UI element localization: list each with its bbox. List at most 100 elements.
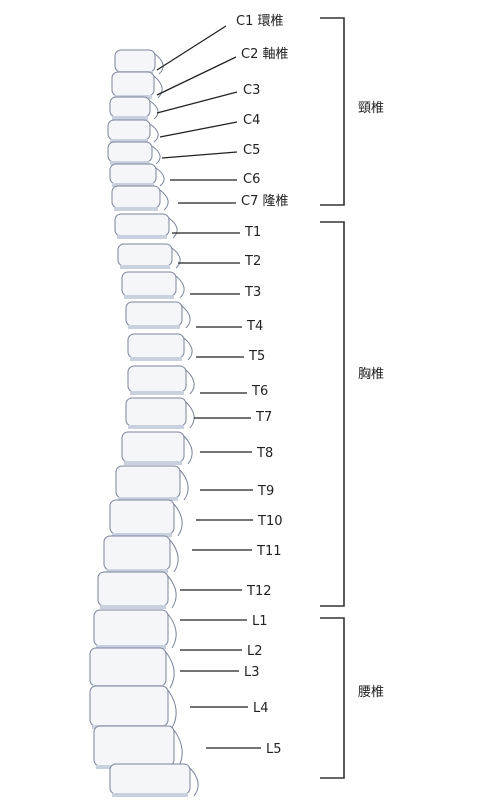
process-t1 xyxy=(168,217,178,239)
disc-t8 xyxy=(124,461,182,465)
leader-c5 xyxy=(161,151,238,159)
vertebra-body-c3 xyxy=(109,96,151,118)
disc-c4 xyxy=(110,139,148,143)
disc-l1 xyxy=(96,645,166,649)
label-t5: T5 xyxy=(248,349,265,364)
process-t10 xyxy=(173,503,183,537)
vertebra-body-t3 xyxy=(121,271,177,297)
bracket-lumbar xyxy=(320,617,345,779)
label-t2: T2 xyxy=(244,254,261,269)
label-l5: L5 xyxy=(266,742,282,757)
vertebra-body-t5 xyxy=(127,333,185,359)
disc-t5 xyxy=(130,357,182,361)
vertebra-body-t11 xyxy=(103,535,171,571)
label-t9: T9 xyxy=(257,484,274,499)
label-t4: T4 xyxy=(246,319,263,334)
vertebra-body-l3 xyxy=(89,685,169,727)
bracket-cervical xyxy=(320,17,345,206)
process-t3 xyxy=(175,275,185,299)
process-l5 xyxy=(189,767,199,797)
label-c4: C4 xyxy=(243,113,260,128)
label-l4: L4 xyxy=(253,701,269,716)
process-l3 xyxy=(167,689,177,729)
disc-l5 xyxy=(112,793,188,797)
process-t6 xyxy=(185,369,195,395)
disc-t10 xyxy=(112,533,172,537)
bracket-thoracic xyxy=(320,221,345,607)
label-t7: T7 xyxy=(255,410,272,425)
process-t11 xyxy=(169,539,179,573)
vertebra-body-c1 xyxy=(114,49,156,73)
disc-t7 xyxy=(128,425,184,429)
vertebra-body-c5 xyxy=(107,141,153,163)
vertebra-body-l4 xyxy=(93,725,175,767)
process-t9 xyxy=(179,469,189,501)
disc-t1 xyxy=(117,235,167,239)
process-c4 xyxy=(149,123,159,143)
vertebra-bodies xyxy=(89,49,199,797)
disc-t6 xyxy=(130,391,184,395)
vertebra-body-t8 xyxy=(121,431,185,463)
label-l1: L1 xyxy=(252,614,268,629)
disc-t9 xyxy=(118,497,178,501)
process-t5 xyxy=(183,337,193,361)
process-c5 xyxy=(151,145,161,165)
process-t7 xyxy=(185,401,195,429)
disc-t4 xyxy=(128,325,180,329)
vertebra-body-c6 xyxy=(109,163,157,185)
label-t8: T8 xyxy=(256,446,273,461)
process-c3 xyxy=(149,100,159,120)
label-l2: L2 xyxy=(247,644,263,659)
leader-c2 xyxy=(156,56,237,96)
leader-lines xyxy=(156,25,261,749)
label-t11: T11 xyxy=(256,544,281,559)
label-t6: T6 xyxy=(251,384,268,399)
process-l1 xyxy=(167,613,177,649)
disc-t2 xyxy=(120,265,170,269)
vertebra-body-l1 xyxy=(93,609,169,647)
vertebra-body-t6 xyxy=(127,365,187,393)
process-t8 xyxy=(183,435,193,465)
vertebra-body-c7 xyxy=(111,185,161,209)
label-c1: C1 環椎 xyxy=(236,14,283,29)
label-c5: C5 xyxy=(243,143,260,158)
disc-c5 xyxy=(110,161,150,165)
vertebra-body-l2 xyxy=(89,647,167,687)
disc-c7 xyxy=(114,207,158,211)
label-l3: L3 xyxy=(244,665,260,680)
process-c2 xyxy=(153,75,163,99)
process-c6 xyxy=(155,167,165,187)
label-c3: C3 xyxy=(243,83,260,98)
leader-c3 xyxy=(156,91,238,114)
process-l2 xyxy=(165,651,175,689)
vertebra-body-t2 xyxy=(117,243,173,267)
disc-t3 xyxy=(124,295,174,299)
disc-t11 xyxy=(106,569,168,573)
vertebra-body-c4 xyxy=(107,119,151,141)
vertebra-body-t4 xyxy=(125,301,183,327)
disc-c6 xyxy=(112,183,154,187)
label-c2: C2 軸椎 xyxy=(241,47,288,62)
process-c7 xyxy=(159,189,169,211)
vertebra-body-t1 xyxy=(114,213,170,237)
process-t2 xyxy=(171,247,181,269)
leader-c4 xyxy=(159,121,238,138)
group-label-lumbar: 腰椎 xyxy=(358,685,384,700)
label-c6: C6 xyxy=(243,172,260,187)
leader-c1 xyxy=(156,25,227,71)
process-c1 xyxy=(154,53,164,75)
label-t3: T3 xyxy=(244,285,261,300)
group-label-thoracic: 胸椎 xyxy=(358,367,384,382)
process-t12 xyxy=(167,575,177,609)
vertebra-body-t9 xyxy=(115,465,181,499)
group-label-cervical: 頸椎 xyxy=(358,101,384,116)
label-t10: T10 xyxy=(257,514,282,529)
vertebra-body-l5 xyxy=(109,763,191,795)
vertebra-body-c2 xyxy=(111,71,155,97)
vertebra-body-t12 xyxy=(97,571,169,607)
label-c7: C7 隆椎 xyxy=(241,194,288,209)
